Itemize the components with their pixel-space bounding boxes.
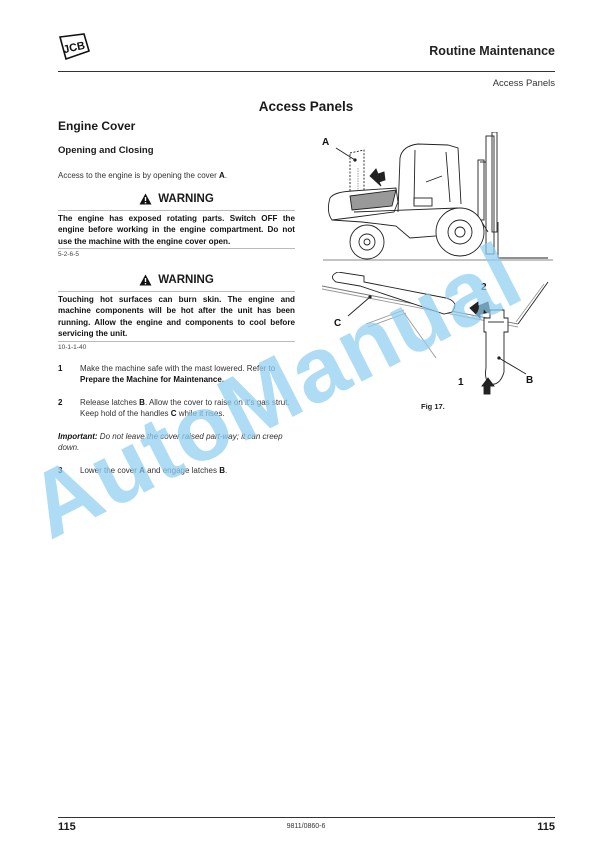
jcb-logo: JCB xyxy=(58,33,90,61)
page-number-left: 115 xyxy=(58,821,76,833)
prepare-machine-reference: Prepare the Machine for Maintenance. xyxy=(80,375,225,385)
label-c: C xyxy=(334,318,342,329)
warning-top-rule xyxy=(58,210,295,211)
warning-heading: WARNING xyxy=(58,274,295,286)
warning-box-1: WARNING The engine has exposed rotating … xyxy=(58,193,295,258)
label-1: 1 xyxy=(458,377,464,388)
warning-bottom-rule xyxy=(58,248,295,250)
latch-detail-illustration: C B 1 2 xyxy=(318,271,558,402)
warning-triangle-icon xyxy=(139,274,152,286)
intro-paragraph: Access to the engine is by opening the c… xyxy=(58,171,228,180)
step-1: 1 Make the machine safe with the mast lo… xyxy=(58,364,276,385)
warning-heading: WARNING xyxy=(58,193,295,205)
label-a: A xyxy=(322,137,330,148)
warning-box-2: WARNING Touching hot surfaces can burn s… xyxy=(58,274,295,351)
warning-ref-code: 5-2-6-5 xyxy=(58,251,79,259)
warning-text: Touching hot surfaces can burn skin. The… xyxy=(58,295,295,339)
forklift-illustration: A xyxy=(318,131,558,266)
page-title: Access Panels xyxy=(258,99,354,114)
header-divider xyxy=(58,71,555,72)
warning-bottom-rule xyxy=(58,340,295,342)
subsection-heading: Opening and Closing xyxy=(58,145,154,156)
section-heading: Engine Cover xyxy=(58,119,136,133)
warning-ref-code: 10-1-1-40 xyxy=(58,343,87,351)
figure-caption: Fig 17. xyxy=(421,402,445,411)
subsection-label: Access Panels xyxy=(492,78,555,89)
step-2: 2 Release latches B. Allow the cover to … xyxy=(58,398,290,419)
warning-top-rule xyxy=(58,291,295,292)
svg-text:JCB: JCB xyxy=(62,40,86,56)
warning-text: The engine has exposed rotating parts. S… xyxy=(58,214,295,246)
section-title: Routine Maintenance xyxy=(429,44,555,58)
step-3: 3 Lower the cover A and engage latches B… xyxy=(58,466,228,475)
important-note: Important: Do not leave the cover raised… xyxy=(58,432,283,453)
document-code: 9811/0860-6 xyxy=(286,823,326,830)
label-b: B xyxy=(526,375,534,386)
footer-divider xyxy=(58,817,555,818)
label-2: 2 xyxy=(481,282,487,293)
warning-triangle-icon xyxy=(139,193,152,205)
page-number-right: 115 xyxy=(537,821,555,833)
